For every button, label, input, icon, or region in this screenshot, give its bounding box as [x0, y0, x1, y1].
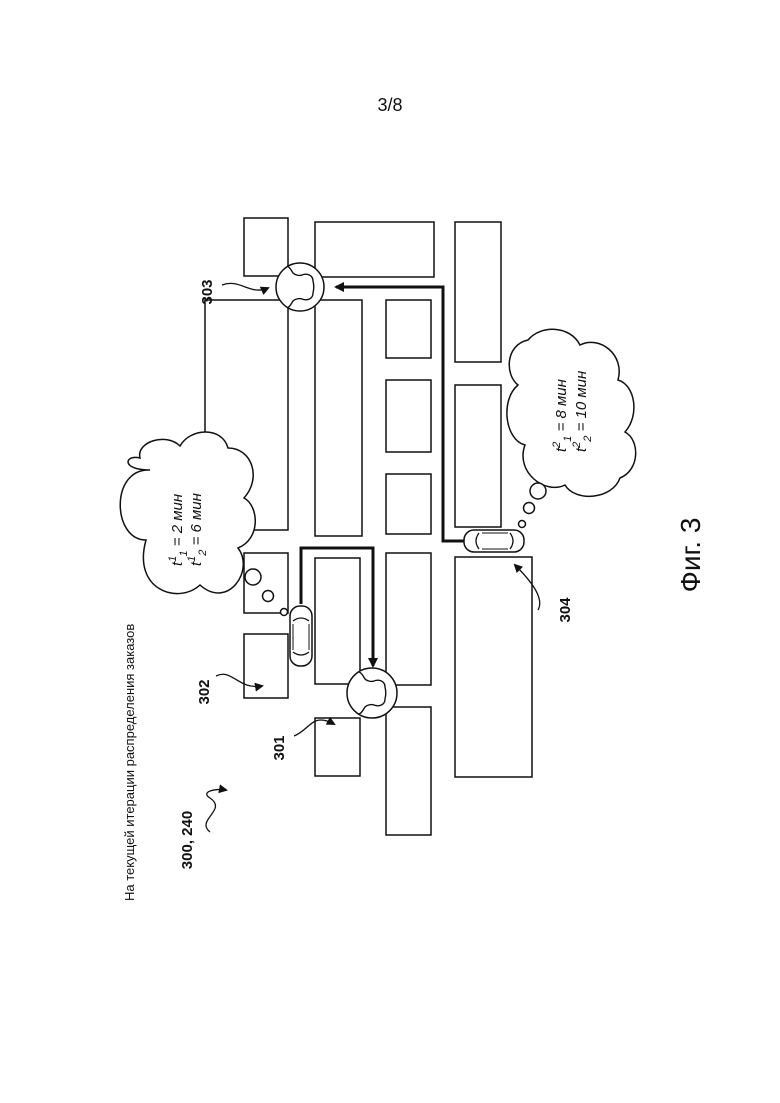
user-301 — [347, 668, 397, 718]
block-d2 — [455, 385, 501, 527]
block-b4 — [315, 718, 360, 776]
car-1 — [290, 606, 312, 666]
thought-cloud-right — [507, 329, 636, 527]
cloud-left-bubble-medium — [263, 591, 274, 602]
car-2 — [464, 530, 524, 552]
block-b2 — [315, 300, 362, 536]
ref-303: 303 — [199, 279, 216, 304]
user-303 — [276, 263, 324, 311]
user-301-circle — [347, 668, 397, 718]
block-b3 — [315, 558, 360, 684]
block-d1 — [455, 222, 501, 362]
user-303-circle — [276, 263, 324, 311]
route-car2-to-user303 — [336, 287, 465, 541]
cloud-right-bubble-small — [519, 521, 526, 528]
leader-302 — [216, 674, 262, 686]
ref-301: 301 — [271, 735, 288, 760]
figure-subtitle: На текущей итерации распределения заказо… — [122, 624, 137, 901]
block-a1 — [244, 218, 288, 276]
block-c3 — [386, 474, 431, 534]
block-d3 — [455, 557, 532, 777]
ref-304: 304 — [557, 597, 574, 623]
block-a4 — [244, 634, 288, 698]
leader-300 — [206, 789, 226, 832]
ref-302: 302 — [196, 679, 213, 704]
leader-304 — [515, 565, 540, 610]
cloud-right-outline — [507, 329, 636, 496]
cloud-left-bubble-large — [245, 569, 261, 585]
block-b1 — [315, 222, 434, 277]
block-c1 — [386, 300, 431, 358]
block-c4 — [386, 553, 431, 685]
block-c5 — [386, 707, 431, 835]
cloud-right-bubble-medium — [524, 503, 535, 514]
block-c2 — [386, 380, 431, 452]
figure-caption: Фиг. 3 — [675, 518, 706, 593]
leader-301 — [294, 720, 334, 736]
cloud-left-bubble-small — [281, 609, 288, 616]
cloud-right-bubble-large — [530, 483, 546, 499]
ref-figure: 300, 240 — [179, 811, 196, 869]
leader-303 — [222, 283, 268, 290]
